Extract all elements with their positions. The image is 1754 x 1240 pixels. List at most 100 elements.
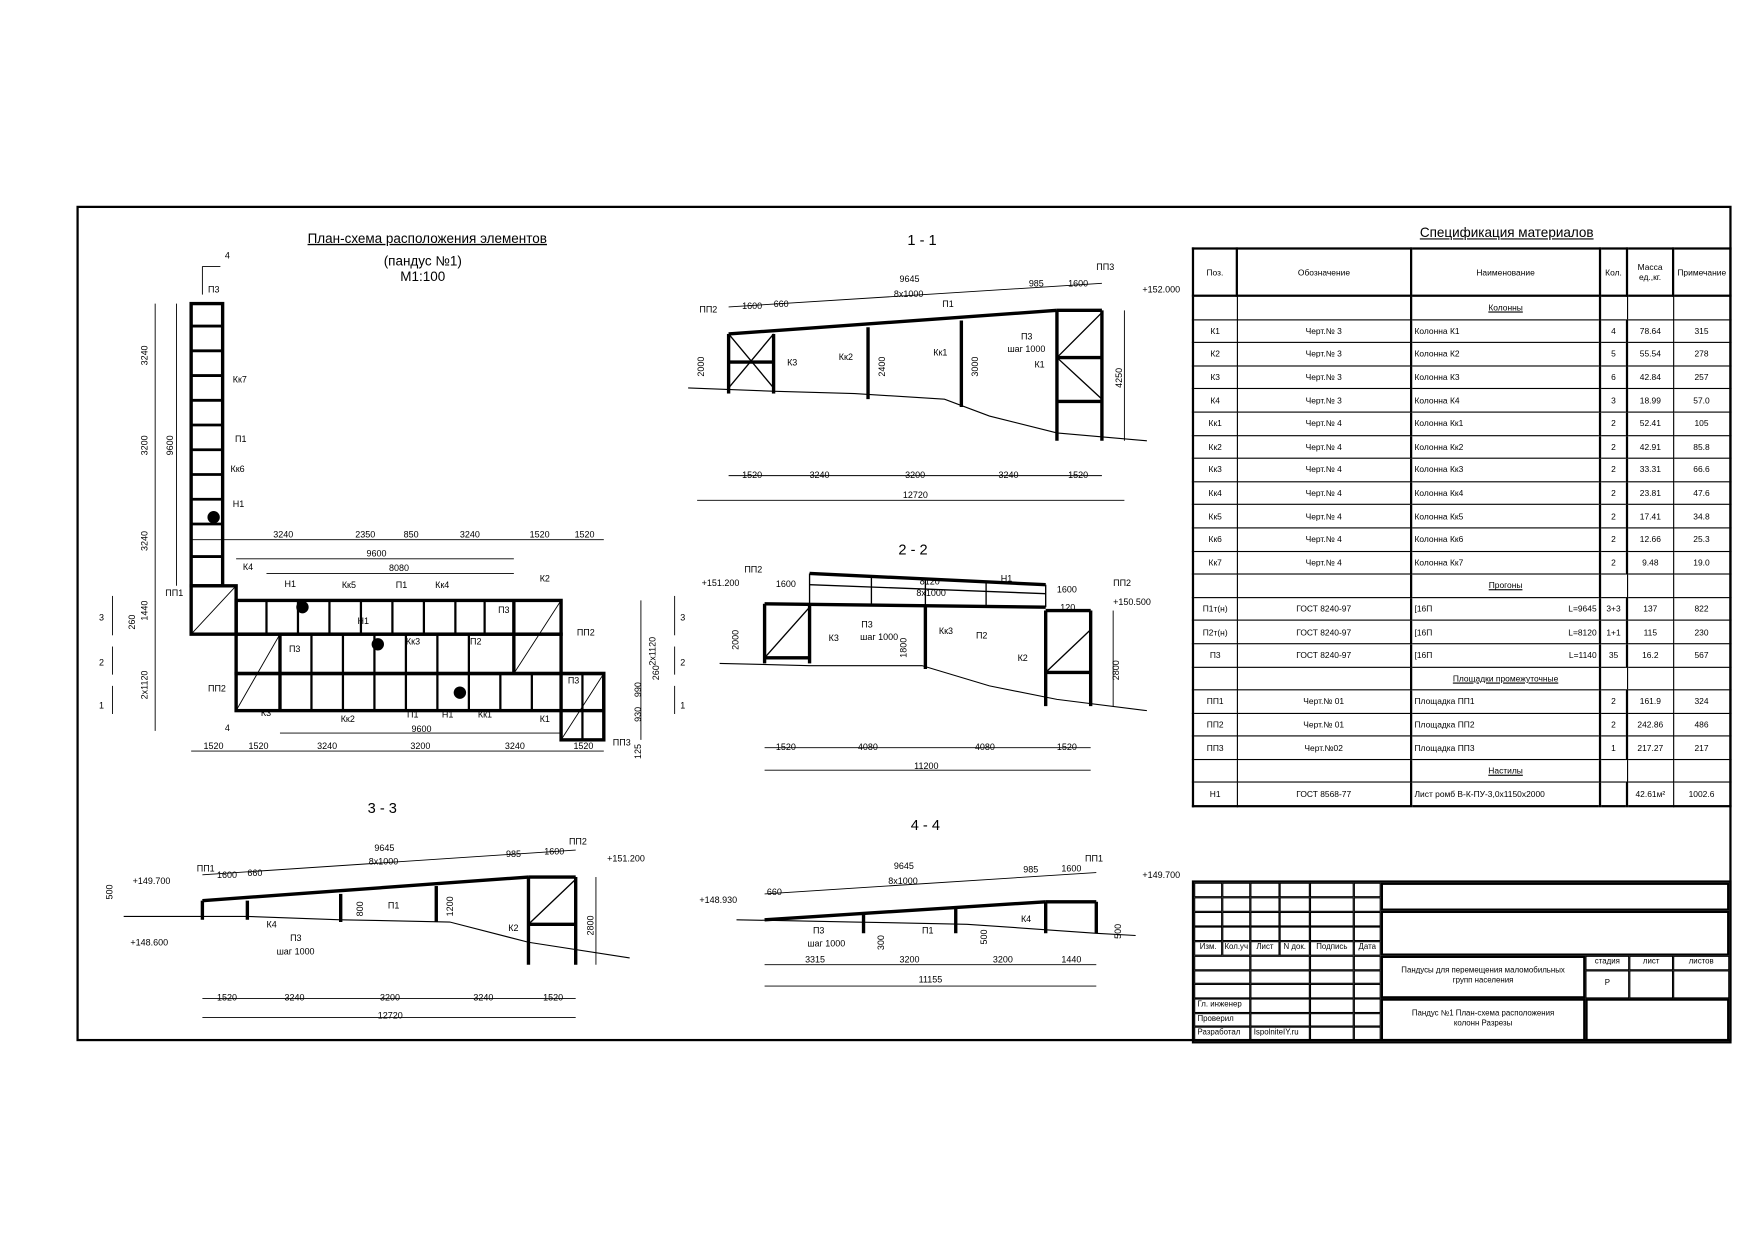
dim: 1600: [1061, 863, 1081, 873]
cell-doc: ГОСТ 8240-97: [1236, 619, 1412, 645]
plan-vertical-ramp: [189, 301, 225, 588]
cell-qty: 2: [1598, 689, 1629, 714]
signature-cell: [1250, 998, 1310, 1013]
dim: 3240: [273, 529, 293, 539]
cell-doc: Черт.№ 4: [1236, 480, 1412, 506]
label: П3: [290, 933, 301, 943]
dim: 1600: [1068, 279, 1088, 289]
cell-doc: Черт.№ 4: [1236, 504, 1412, 529]
label: К1: [1034, 360, 1044, 370]
cell-name: Колонна Кк7: [1409, 550, 1602, 575]
dim: 850: [404, 529, 419, 539]
revision-cell: [1194, 926, 1223, 942]
cell-pos: Кк3: [1192, 457, 1238, 483]
item-name: Площадка ПП1: [1414, 696, 1475, 707]
spec-group-title: Колонны: [1409, 295, 1602, 320]
cell-qty: [1599, 666, 1628, 691]
item-name: Колонна Кк2: [1414, 441, 1464, 452]
cell-qty: 2: [1598, 480, 1629, 506]
revision-cell: [1279, 882, 1310, 898]
level-mark: +151.200: [702, 578, 740, 588]
cell-qty: 2: [1598, 457, 1629, 483]
cell-note: 57.0: [1672, 388, 1732, 413]
group-label: Площадки промежуточные: [1452, 673, 1559, 684]
cell-qty: 2: [1598, 712, 1629, 737]
header-mass: Масса ед.,кг.: [1625, 247, 1675, 297]
dim: 9645: [374, 843, 394, 853]
signature-cell: [1353, 1026, 1381, 1042]
dim: 1520: [530, 529, 550, 539]
cell-name: Колонна Кк3: [1409, 457, 1602, 483]
dim-total: 12720: [903, 490, 928, 500]
cell-mass: 161.9: [1626, 689, 1674, 714]
section-3-3-drawing: [123, 849, 630, 1019]
label: П1: [922, 925, 933, 935]
cell-doc: Черт.№ 4: [1236, 411, 1412, 436]
signature-cell: [1250, 955, 1310, 970]
cell-note: 315: [1672, 318, 1732, 344]
cell-mass: [1626, 758, 1674, 784]
revision-cell: [1222, 911, 1251, 927]
signature-cell: [1353, 969, 1381, 985]
cell-qty: 35: [1598, 643, 1629, 668]
dim: 800: [355, 901, 365, 916]
group-label: Прогоны: [1488, 580, 1523, 591]
cell-pos: [1192, 758, 1238, 784]
revision-cell: [1279, 897, 1310, 912]
cell-note: 1002.6: [1672, 781, 1732, 807]
cell-pos: Кк6: [1192, 527, 1238, 552]
revision-cell: [1309, 882, 1354, 898]
plan-deck-marker: [207, 511, 220, 524]
spec-title: Спецификация материалов: [1419, 224, 1594, 241]
cell-mass: 115: [1626, 619, 1674, 645]
item-name: [16П: [1414, 650, 1433, 661]
cell-note: 257: [1672, 365, 1732, 390]
header-pos: Поз.: [1191, 247, 1238, 297]
dim: 2800: [586, 916, 596, 936]
cell-pos: [1192, 573, 1238, 598]
cell-qty: 1+1: [1598, 619, 1629, 645]
item-name: Колонна Кк5: [1414, 511, 1464, 522]
cell-pos: К1: [1192, 318, 1238, 344]
label: П3: [813, 925, 824, 935]
label: ПП2: [699, 305, 717, 315]
section-mark: 1: [99, 700, 104, 710]
section-title: 2 - 2: [898, 542, 927, 558]
section-title: 3 - 3: [368, 801, 397, 817]
item-name: [16П: [1414, 626, 1433, 638]
label: шаг 1000: [277, 947, 315, 957]
cell-pos: [1192, 666, 1238, 691]
dim: 3240: [284, 993, 304, 1003]
cell-name: Колонна Кк4: [1409, 480, 1602, 506]
cell-doc: [1236, 758, 1412, 784]
label: К3: [787, 357, 797, 367]
cell-mass: 52.41: [1626, 411, 1674, 436]
cell-doc: [1236, 666, 1412, 691]
revision-cell: [1222, 926, 1251, 942]
dim: 260: [651, 665, 661, 680]
header-qty: Кол.: [1598, 247, 1629, 297]
cell-note: [1672, 573, 1732, 598]
signature-cell: [1309, 984, 1354, 999]
section-title: 1 - 1: [907, 233, 936, 249]
dim: 3240: [998, 470, 1018, 480]
cell-doc: [1236, 295, 1412, 320]
group-label: Колонны: [1488, 302, 1523, 313]
spec-group-title: Настилы: [1409, 758, 1602, 784]
cell-name: Колонна Кк2: [1409, 434, 1602, 459]
dim: 500: [1113, 924, 1123, 939]
dim: 3240: [139, 345, 149, 365]
dim-total: 12720: [378, 1011, 403, 1021]
cell-qty: [1599, 758, 1628, 784]
spec-group-row: Прогоны: [1192, 573, 1732, 598]
label: К3: [829, 633, 839, 643]
dim-total: 11200: [914, 761, 938, 771]
cell-doc: Черт.№ 3: [1236, 365, 1412, 390]
